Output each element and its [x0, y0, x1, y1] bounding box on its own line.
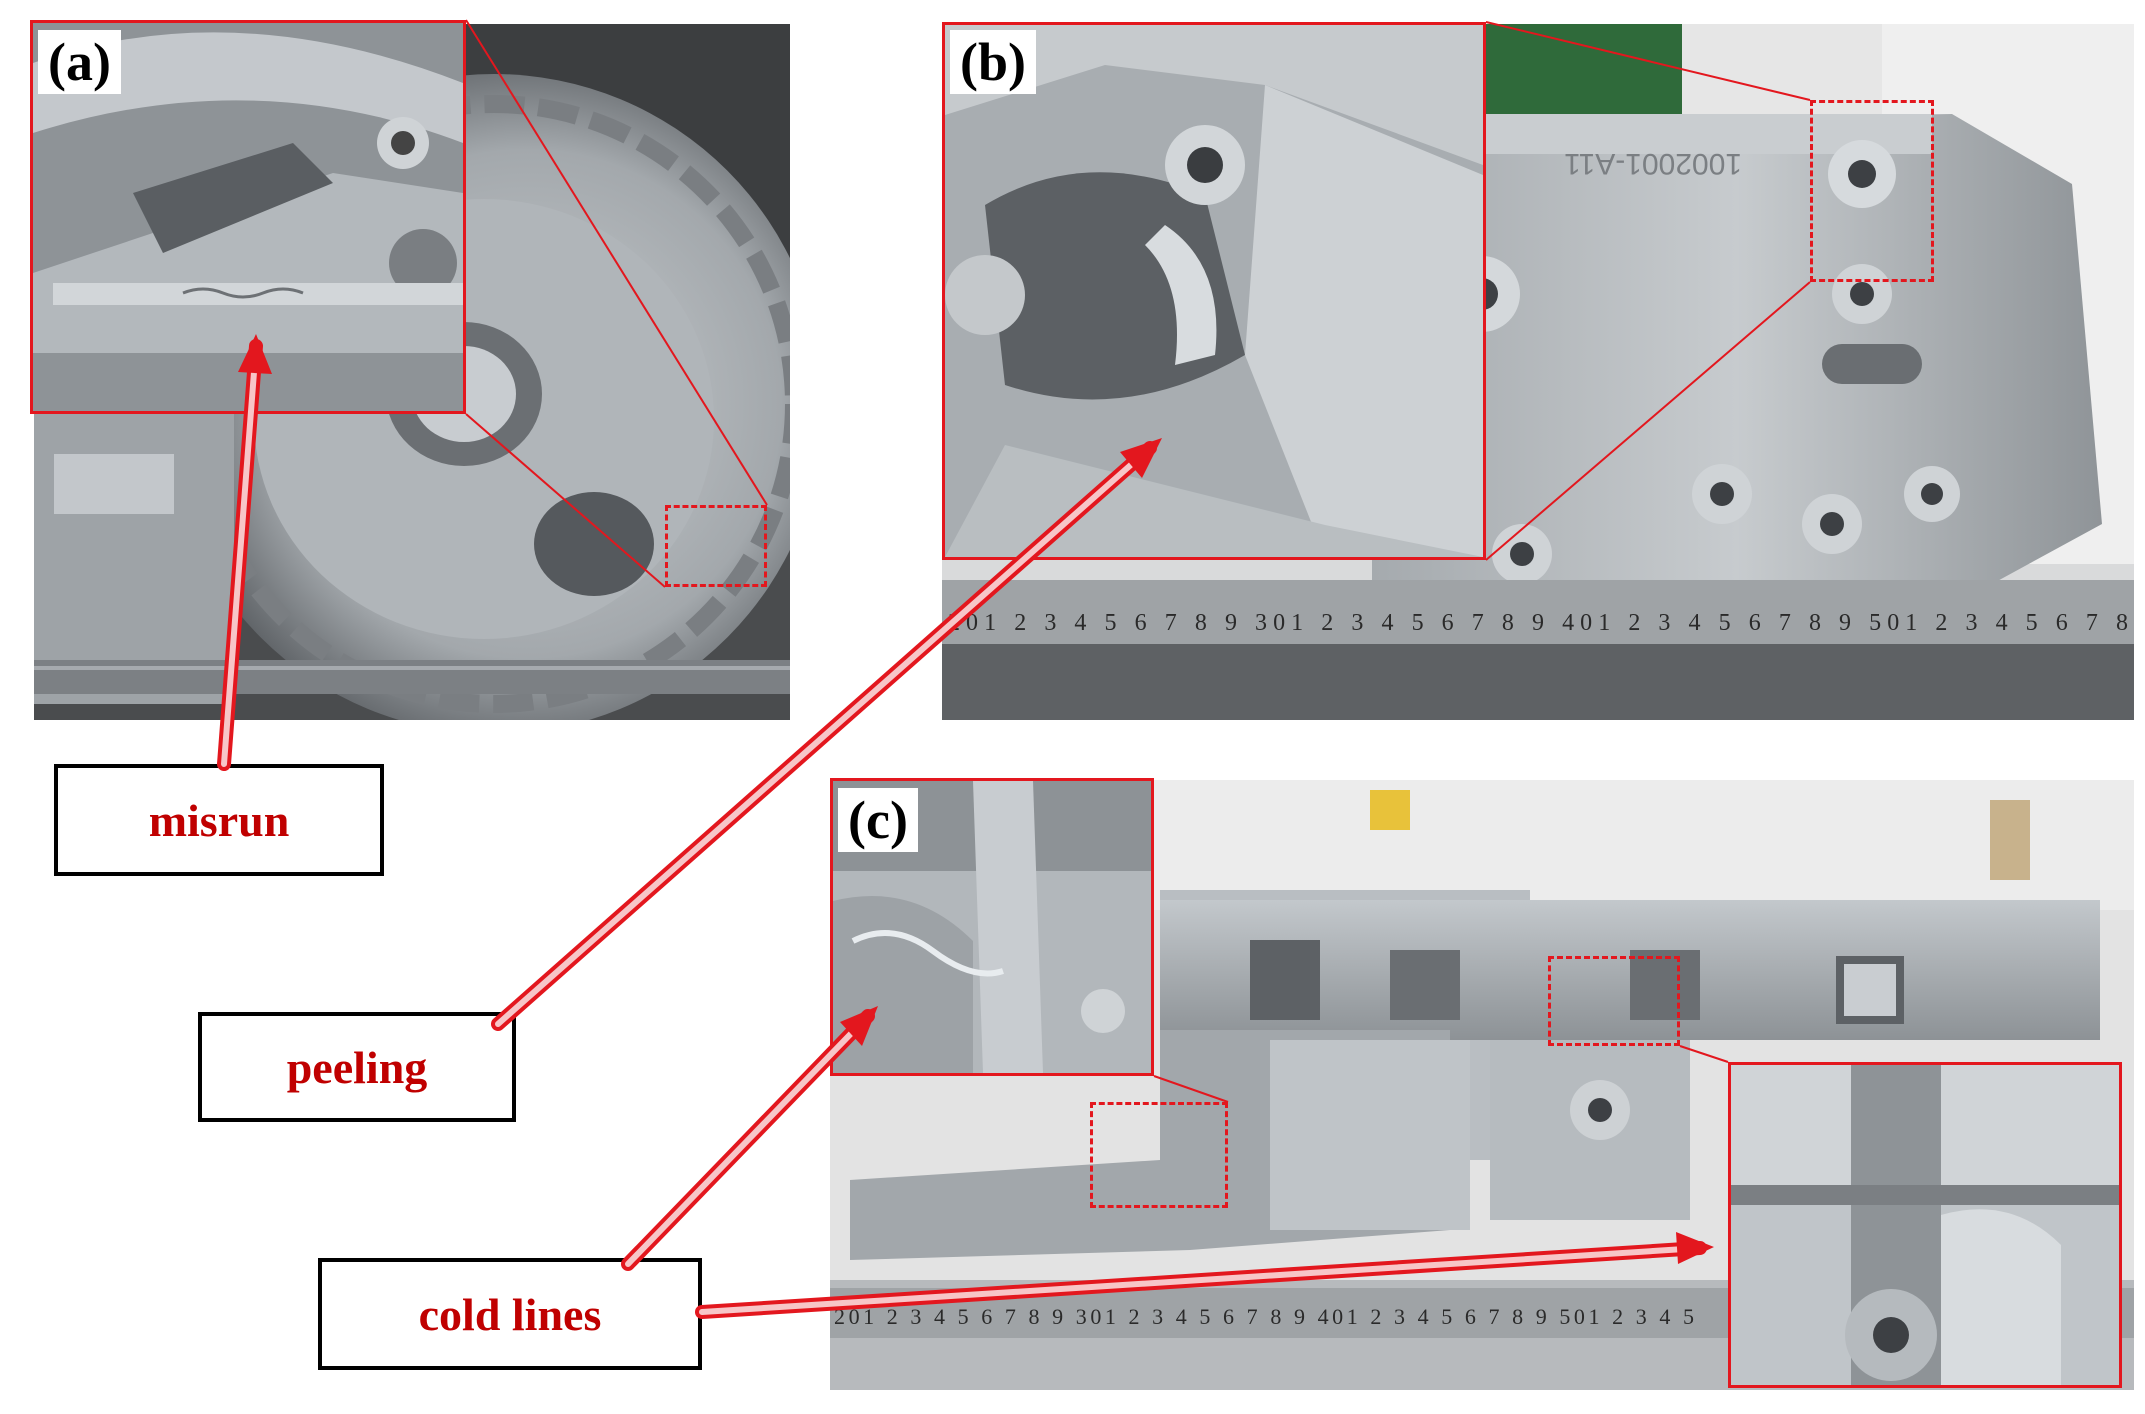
- inset-b: [942, 22, 1486, 560]
- highlight-box-c-right: [1548, 956, 1680, 1046]
- highlight-box-a: [665, 505, 767, 587]
- panel-label-b: (b): [950, 30, 1036, 94]
- ruler-c-text: 201 2 3 4 5 6 7 8 9 301 2 3 4 5 6 7 8 9 …: [834, 1304, 1694, 1329]
- highlight-box-c-left: [1090, 1102, 1228, 1208]
- callout-misrun: misrun: [54, 764, 384, 876]
- panel-label-c: (c): [838, 788, 918, 852]
- part-number-text: 1002001-A11: [1564, 147, 1742, 180]
- inset-c-right: [1728, 1062, 2122, 1388]
- callout-cold-lines: cold lines: [318, 1258, 702, 1370]
- panel-label-a: (a): [38, 30, 121, 94]
- callout-peeling: peeling: [198, 1012, 516, 1122]
- highlight-box-b: [1810, 100, 1934, 282]
